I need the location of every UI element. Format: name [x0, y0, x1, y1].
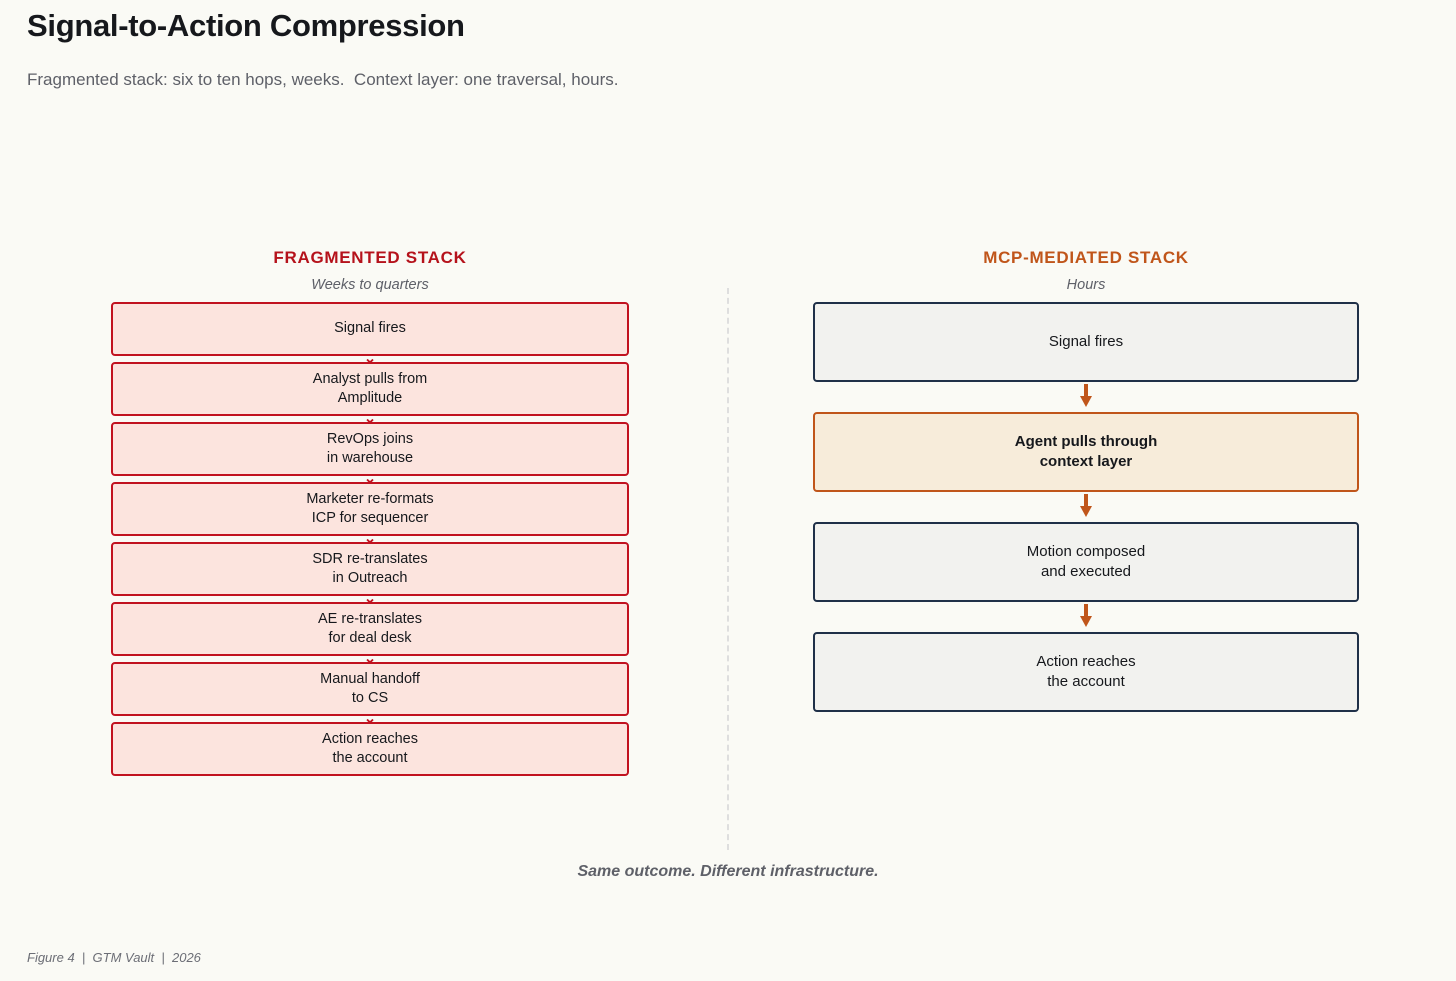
mcp-step-1[interactable]: Signal fires [813, 302, 1359, 382]
fragmented-step-label: Signal fires [334, 320, 406, 337]
figure-credit: Figure 4 | GTM Vault | 2026 [27, 950, 201, 965]
mcp-step-box[interactable]: Signal fires [813, 302, 1359, 382]
fragmented-stack-subheading: Weeks to quarters [311, 277, 429, 293]
arrow-down-icon [1080, 384, 1092, 407]
fragmented-step-1[interactable]: Signal fires [111, 302, 629, 356]
mcp-stack-subheading: Hours [1066, 277, 1106, 293]
mcp-step-gap [813, 492, 1359, 522]
mcp-stack-heading: MCP-MEDIATED STACK [983, 248, 1189, 267]
fragmented-stack-column: FRAGMENTED STACK Weeks to quarters Signa… [111, 248, 629, 776]
closing-caption: Same outcome. Different infrastructure. [577, 863, 879, 880]
arrow-down-icon [1080, 494, 1092, 517]
mcp-step-label: Signal fires [1048, 333, 1124, 351]
page-title: Signal-to-Action Compression [27, 8, 465, 43]
fragmented-stack-heading: FRAGMENTED STACK [273, 248, 467, 267]
arrow-down-icon [1080, 604, 1092, 627]
column-divider [727, 288, 729, 850]
page-subtitle: Fragmented stack: six to ten hops, weeks… [27, 70, 619, 89]
mcp-step-gap [813, 602, 1359, 632]
fragmented-step-box[interactable]: Signal fires [111, 302, 629, 356]
mcp-step-gap [813, 382, 1359, 412]
